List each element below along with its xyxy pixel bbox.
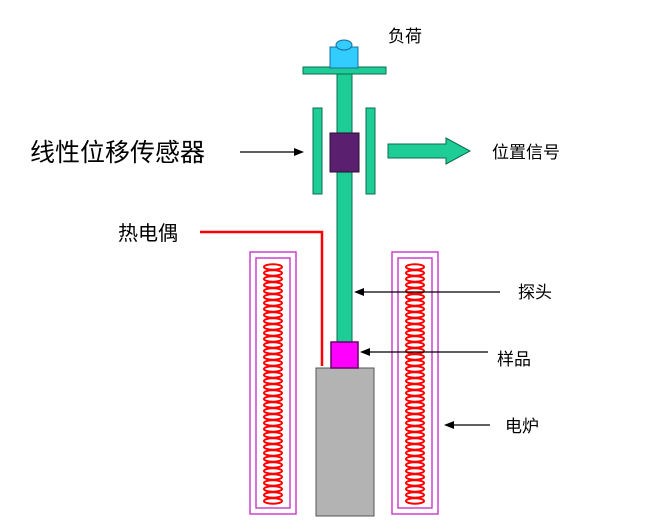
sample-pointer-arrow bbox=[360, 348, 488, 356]
label-thermocouple: 热电偶 bbox=[118, 221, 178, 245]
thermocouple-wire bbox=[200, 230, 324, 366]
load-weight-knob bbox=[335, 39, 353, 51]
lvdt-left-coil bbox=[312, 107, 323, 195]
probe-rod bbox=[336, 71, 353, 345]
label-lvdt: 线性位移传感器 bbox=[30, 138, 205, 167]
signal-arrow-icon bbox=[387, 137, 472, 165]
label-furnace: 电炉 bbox=[505, 417, 539, 437]
label-load: 负荷 bbox=[388, 27, 422, 47]
label-sample: 样品 bbox=[497, 350, 531, 370]
furnace-pointer-arrow bbox=[444, 421, 490, 429]
label-probe: 探头 bbox=[518, 283, 552, 303]
lvdt-core bbox=[329, 132, 360, 173]
furnace-right-outer bbox=[391, 251, 439, 515]
lvdt-pointer-arrow bbox=[240, 148, 304, 156]
sample bbox=[330, 341, 359, 369]
furnace-left-inner bbox=[255, 257, 291, 509]
probe-pointer-arrow bbox=[354, 288, 500, 296]
furnace-left-outer bbox=[249, 251, 297, 515]
heating-coil-left bbox=[263, 263, 284, 505]
lvdt-right-coil bbox=[365, 107, 376, 195]
sample-support bbox=[315, 367, 375, 517]
heating-coil-right bbox=[405, 263, 426, 505]
furnace-right-inner bbox=[397, 257, 433, 509]
label-position-signal: 位置信号 bbox=[492, 143, 560, 163]
